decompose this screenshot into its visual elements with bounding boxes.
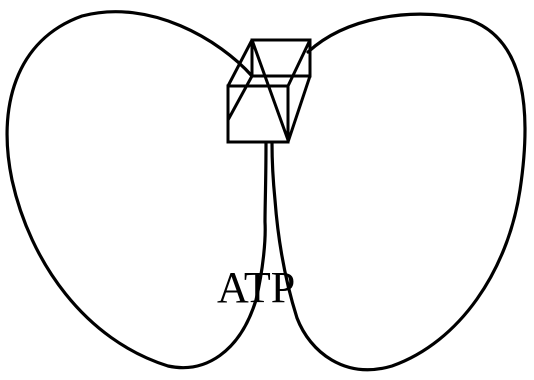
hinge-box [228, 40, 310, 142]
atp-label: ATP [217, 263, 295, 312]
left-lobe [7, 12, 266, 368]
